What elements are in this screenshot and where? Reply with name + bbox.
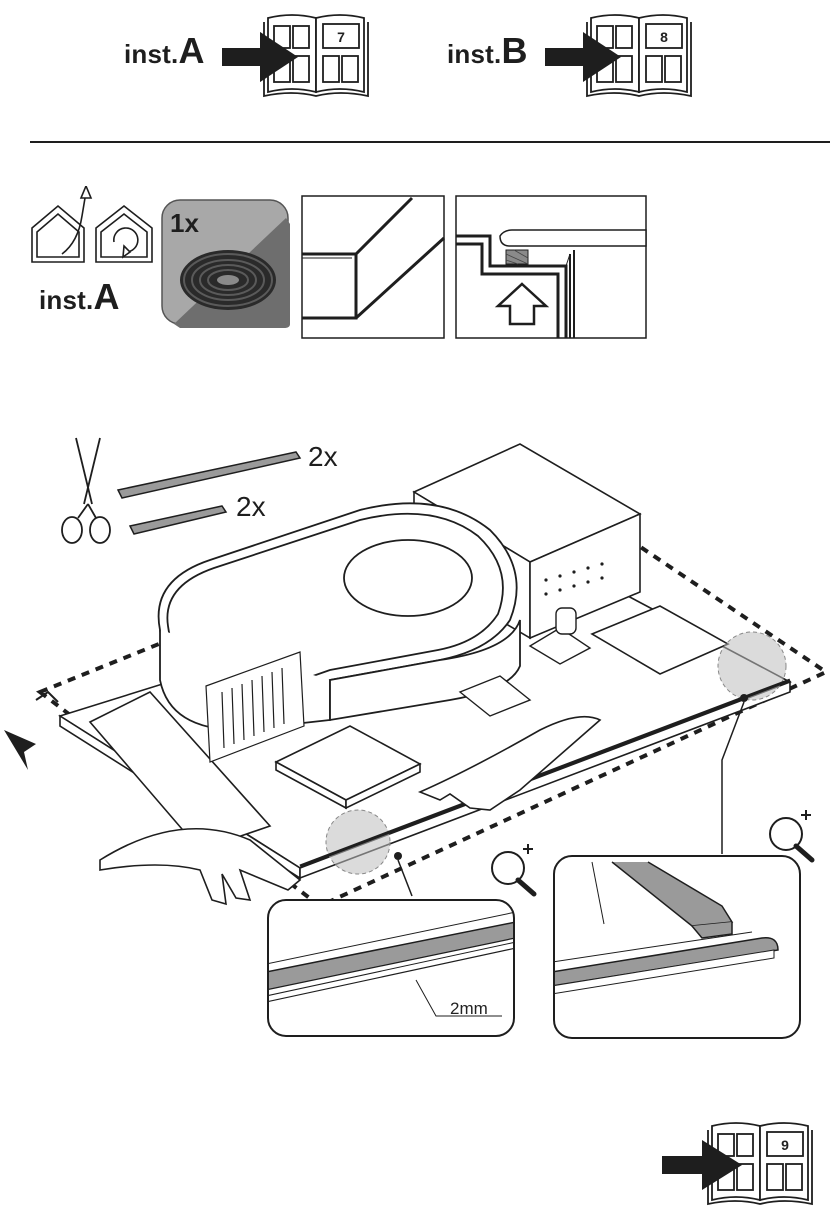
zoom-detail-seal-gap: 2mm [267, 899, 515, 1037]
hands [99, 715, 602, 906]
step-inst-letter: A [93, 276, 120, 317]
next-page-number: 9 [781, 1137, 789, 1153]
magnifier-plus-icon[interactable] [762, 804, 826, 864]
short-seal-strip [128, 505, 228, 535]
gap-measurement: 2mm [450, 999, 488, 1018]
install-mode-icons [31, 186, 153, 263]
exhaust-mode-icon [31, 186, 93, 263]
step-inst-label: inst.A [39, 276, 119, 318]
long-seal-strip [116, 451, 302, 499]
inst-a-letter: A [178, 30, 205, 71]
next-page-reference[interactable]: 9 [660, 1118, 820, 1210]
arrow-left-icon [4, 730, 36, 770]
arrow-right-icon [545, 32, 621, 82]
inst-b-reference-label: inst.B [447, 30, 527, 72]
seal-roll-icon [180, 250, 276, 310]
short-strip-quantity: 2x [236, 491, 266, 522]
inst-b-page-number: 8 [660, 29, 668, 45]
fan-grille [205, 651, 305, 763]
seal-placement-detail [455, 195, 647, 339]
arrow-right-icon [662, 1140, 742, 1190]
inst-b-prefix: inst. [447, 39, 502, 69]
inst-a-reference-label: inst.A [124, 30, 204, 72]
seal-quantity: 1x [170, 208, 199, 238]
section-divider [30, 141, 830, 143]
inst-a-prefix: inst. [124, 39, 179, 69]
recirculation-mode-icon [95, 204, 153, 263]
scissors-icon [61, 437, 111, 544]
magnifier-plus-icon[interactable] [484, 838, 544, 898]
cabinet-corner-detail [301, 195, 446, 339]
inst-a-page-number: 7 [337, 29, 345, 45]
long-strip-quantity: 2x [308, 441, 338, 472]
zoom-detail-seal-corner [553, 855, 801, 1039]
inst-a-manual-reference[interactable]: 7 [220, 10, 380, 100]
inst-b-manual-reference[interactable]: 8 [543, 10, 703, 100]
step-inst-prefix: inst. [39, 285, 94, 315]
hood-illustration [4, 443, 831, 909]
arrow-up-icon [494, 282, 550, 326]
strip-cutting-area: 2x 2x [61, 437, 338, 544]
inst-b-letter: B [501, 30, 528, 71]
seal-roll-panel: 1x [161, 199, 290, 328]
